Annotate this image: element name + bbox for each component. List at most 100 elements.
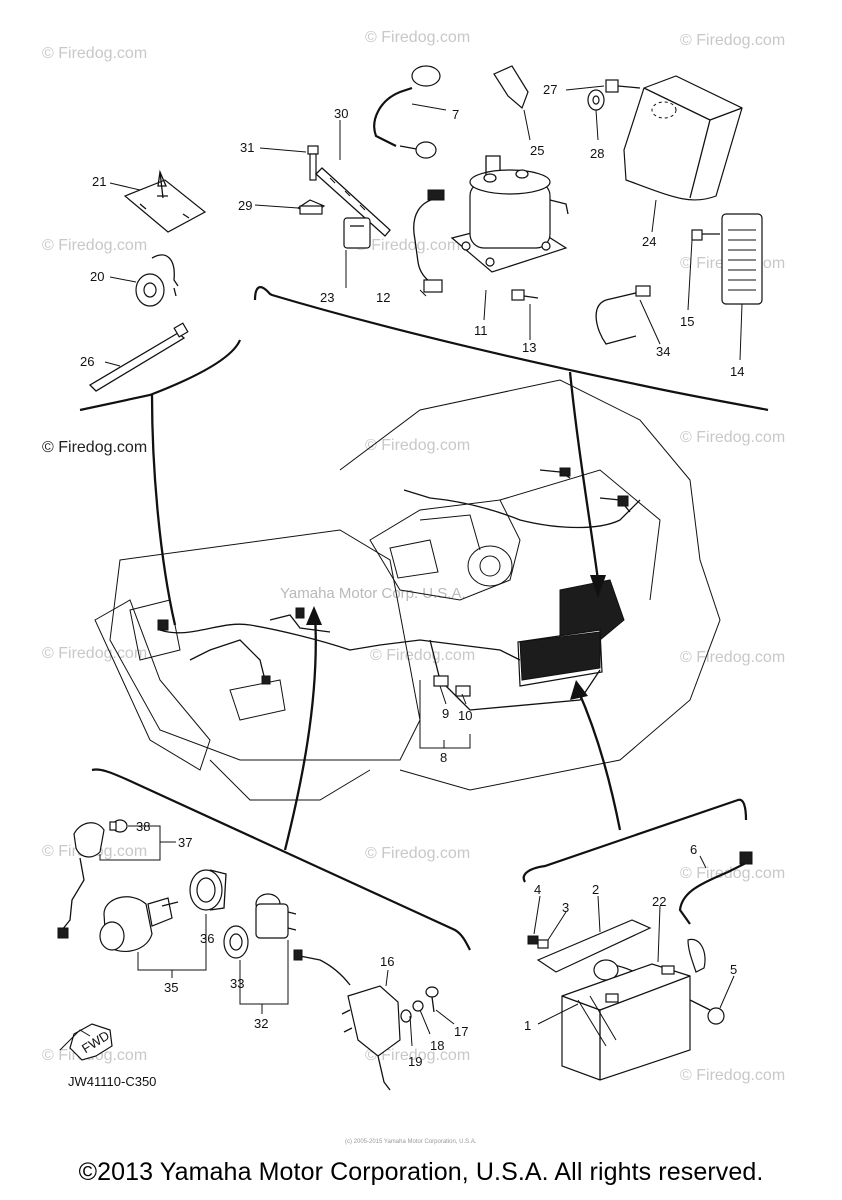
callout-32: 32 <box>254 1016 268 1031</box>
part-6-lead <box>678 851 753 925</box>
callout-6: 6 <box>690 842 697 857</box>
watermark: © Firedog.com <box>365 1047 470 1064</box>
watermark: © Firedog.com <box>42 645 147 662</box>
vehicle-body <box>94 379 721 801</box>
callout-numbers: 30 31 21 29 7 27 28 25 20 23 12 11 13 24… <box>80 82 744 1069</box>
callout-2: 2 <box>592 882 599 897</box>
callout-22: 22 <box>652 894 666 909</box>
part-16-assembly <box>293 949 401 1091</box>
callout-4: 4 <box>534 882 541 897</box>
callout-leaders <box>99 85 743 1047</box>
part-29-nut <box>296 199 326 215</box>
part-21-bracket <box>123 169 207 233</box>
part-25-bracket <box>493 65 529 110</box>
leader-arrows <box>150 371 622 851</box>
vehicle-battery <box>517 579 625 687</box>
callout-1: 1 <box>524 1018 531 1033</box>
part-code: JW41110-C350 <box>68 1074 156 1089</box>
callout-27: 27 <box>543 82 557 97</box>
callout-19: 19 <box>408 1054 422 1069</box>
callout-8: 8 <box>440 750 447 765</box>
part-27-bolt <box>605 79 641 93</box>
watermark: © Firedog.com <box>355 237 460 254</box>
part-10-switch <box>455 685 471 697</box>
callout-26: 26 <box>80 354 94 369</box>
callout-11: 11 <box>474 323 488 338</box>
bottom-left-panel-border <box>91 768 471 951</box>
watermark: © Firedog.com <box>680 429 785 446</box>
callout-20: 20 <box>90 269 104 284</box>
callout-3: 3 <box>562 900 569 915</box>
callout-7: 7 <box>452 107 459 122</box>
part-32-switch <box>255 893 297 939</box>
callout-16: 16 <box>380 954 394 969</box>
part-12-lead <box>413 189 445 293</box>
callout-21: 21 <box>92 174 106 189</box>
callout-10: 10 <box>458 708 472 723</box>
top-panel-border <box>253 286 769 412</box>
callout-28: 28 <box>590 146 604 161</box>
part-2-bracket <box>536 919 652 973</box>
callout-35: 35 <box>164 980 178 995</box>
callout-17: 17 <box>454 1024 468 1039</box>
part-13-bolt <box>511 289 539 301</box>
callout-36: 36 <box>200 931 214 946</box>
part-18-washer <box>412 1000 424 1012</box>
watermark: © Firedog.com <box>365 29 470 46</box>
watermark: © Firedog.com <box>42 237 147 254</box>
watermark: © Firedog.com <box>680 1067 785 1084</box>
part-1-battery <box>561 963 691 1081</box>
watermarks: © Firedog.com © Firedog.com © Firedog.co… <box>42 29 785 1084</box>
part-4-clip <box>527 935 539 945</box>
callout-18: 18 <box>430 1038 444 1053</box>
callout-30: 30 <box>334 106 348 121</box>
part-19-washer <box>400 1009 412 1023</box>
callout-5: 5 <box>730 962 737 977</box>
callout-13: 13 <box>522 340 536 355</box>
watermark: © Firedog.com <box>680 865 785 882</box>
part-3-clip <box>537 939 549 949</box>
part-37-socket <box>57 822 105 939</box>
part-9-switch <box>433 675 449 687</box>
callout-38: 38 <box>136 819 150 834</box>
callout-33: 33 <box>230 976 244 991</box>
part-30-strap <box>315 167 391 237</box>
part-24-cover <box>623 75 743 201</box>
watermark: © Firedog.com <box>365 437 470 454</box>
part-28-grommet <box>587 89 605 111</box>
callout-24: 24 <box>642 234 656 249</box>
watermark: © Firedog.com <box>370 647 475 664</box>
part-31-screw <box>307 145 319 181</box>
callout-15: 15 <box>680 314 694 329</box>
part-15-bolt <box>691 229 720 241</box>
callout-31: 31 <box>240 140 254 155</box>
part-36-collar <box>189 869 227 911</box>
part-34-wire <box>595 285 651 345</box>
left-panel-border <box>79 339 242 412</box>
part-11-starter-relay <box>450 155 569 273</box>
part-7-lead <box>373 65 441 159</box>
watermark: © Firedog.com <box>680 649 785 666</box>
copyright-notice: ©2013 Yamaha Motor Corporation, U.S.A. A… <box>78 1158 764 1186</box>
part-14-rectifier <box>721 213 763 305</box>
part-17-screw <box>425 986 439 1013</box>
watermark: © Firedog.com <box>365 845 470 862</box>
part-5-terminal <box>689 999 725 1025</box>
watermark: © Firedog.com <box>680 32 785 49</box>
bottom-right-panel-border <box>522 798 748 883</box>
callout-9: 9 <box>442 706 449 721</box>
callout-29: 29 <box>238 198 252 213</box>
callout-34: 34 <box>656 344 670 359</box>
callout-14: 14 <box>730 364 744 379</box>
part-26-cable-tie <box>88 322 189 392</box>
watermark: © Firedog.com <box>42 439 147 456</box>
center-watermark: Yamaha Motor Corp. U.S.A. <box>280 585 466 602</box>
callout-12: 12 <box>376 290 390 305</box>
part-38-bulb <box>109 819 128 833</box>
small-print: (c) 2005-2015 Yamaha Motor Corporation, … <box>345 1139 477 1145</box>
callout-25: 25 <box>530 143 544 158</box>
callout-37: 37 <box>178 835 192 850</box>
callout-23: 23 <box>320 290 334 305</box>
part-23-holder <box>343 217 371 249</box>
